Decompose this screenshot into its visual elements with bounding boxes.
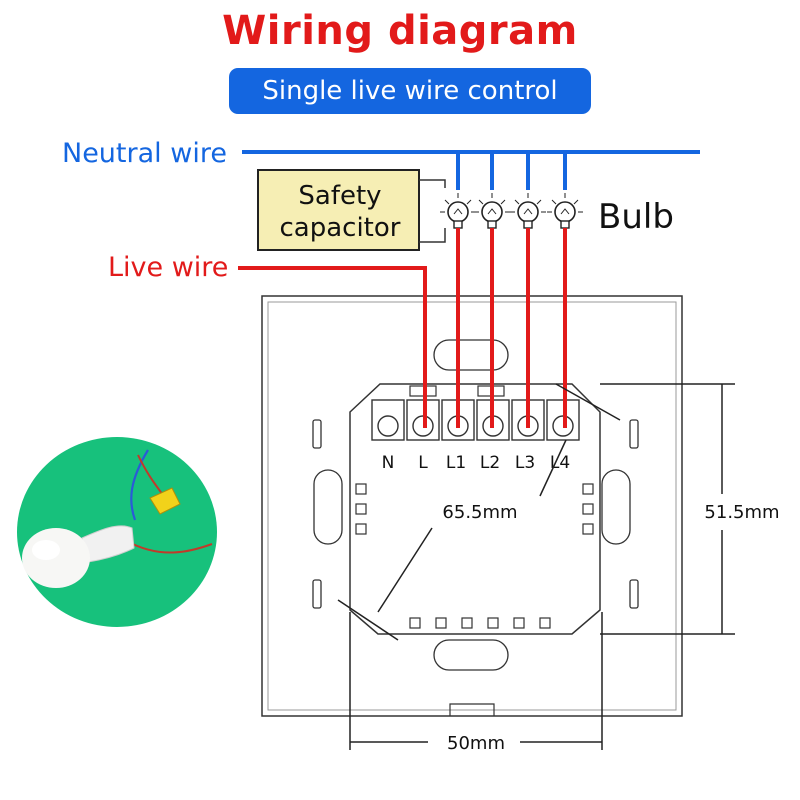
bulb-icon [474, 193, 510, 229]
terminal-label-l2: L2 [480, 453, 500, 473]
live-wire-line [238, 266, 427, 428]
dimension-diagonal-label: 65.5mm [442, 502, 517, 523]
terminal-labels: N L L1 L2 L3 L4 [382, 453, 571, 473]
live-wire-label: Live wire [108, 252, 228, 283]
subtitle-text: Single live wire control [262, 76, 558, 106]
bulb-icon [547, 193, 583, 229]
diagram-title: Wiring diagram [222, 8, 578, 54]
neutral-drops [456, 152, 567, 190]
safety-capacitor-label-line1: Safety [298, 181, 381, 211]
dimension-height [600, 383, 735, 635]
bulb-icon [510, 193, 546, 229]
bulb-icon [440, 193, 476, 229]
terminal-label-l4: L4 [550, 453, 570, 473]
bulb-label: Bulb [598, 197, 674, 237]
capacitor-leads [419, 179, 446, 243]
terminal-label-l3: L3 [515, 453, 535, 473]
terminal-label-n: N [382, 453, 395, 473]
terminal-label-l: L [418, 453, 428, 473]
load-wires [456, 228, 567, 428]
diagonal-label-bg [426, 497, 536, 525]
dimension-width [349, 612, 603, 750]
terminal-label-l1: L1 [446, 453, 466, 473]
dimension-height-label: 51.5mm [704, 502, 779, 523]
bulb-photo-inset [17, 437, 217, 627]
subtitle-badge: Single live wire control [229, 68, 591, 114]
neutral-wire-label: Neutral wire [62, 138, 227, 169]
safety-capacitor-box [257, 169, 420, 251]
safety-capacitor-label-line2: capacitor [280, 213, 401, 243]
dimension-width-label: 50mm [447, 733, 505, 754]
dimension-diagonal [337, 383, 621, 641]
bulb-icons [440, 193, 583, 229]
